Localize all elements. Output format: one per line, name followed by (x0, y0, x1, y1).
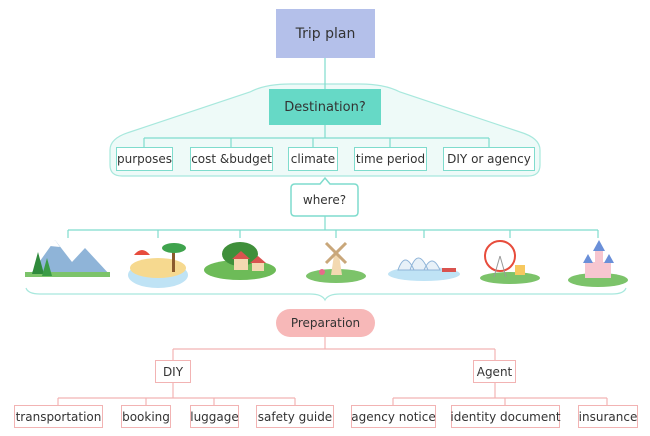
node-purposes[interactable]: purposes (116, 147, 173, 171)
castle-image (568, 240, 628, 287)
tropical-beach-image (128, 243, 188, 288)
node-diy-or-agency[interactable]: DIY or agency (443, 147, 535, 171)
node-insurance[interactable]: insurance (578, 405, 638, 428)
agent-node[interactable]: Agent (473, 360, 516, 383)
node-transportation[interactable]: transportation (14, 405, 103, 428)
node-agency-notice[interactable]: agency notice (351, 405, 436, 428)
opera-house-image (388, 257, 460, 281)
destination-node[interactable]: Destination? (269, 89, 381, 125)
preparation-node[interactable]: Preparation (276, 309, 375, 337)
node-luggage[interactable]: luggage (190, 405, 239, 428)
where-node[interactable]: where? (302, 193, 347, 207)
trip-plan-node[interactable]: Trip plan (276, 9, 375, 58)
ferris-wheel-image (480, 240, 540, 284)
mountains-image (25, 240, 110, 277)
node-time-period[interactable]: time period (354, 147, 427, 171)
diy-node[interactable]: DIY (155, 360, 191, 383)
windmill-image (306, 241, 366, 283)
village-image (204, 242, 276, 280)
node-booking[interactable]: booking (121, 405, 171, 428)
node-identity-document[interactable]: identity document (450, 405, 561, 428)
where-box-shape (290, 176, 359, 217)
node-cost-budget[interactable]: cost &budget (190, 147, 273, 171)
node-safety-guide[interactable]: safety guide (256, 405, 334, 428)
node-climate[interactable]: climate (288, 147, 338, 171)
